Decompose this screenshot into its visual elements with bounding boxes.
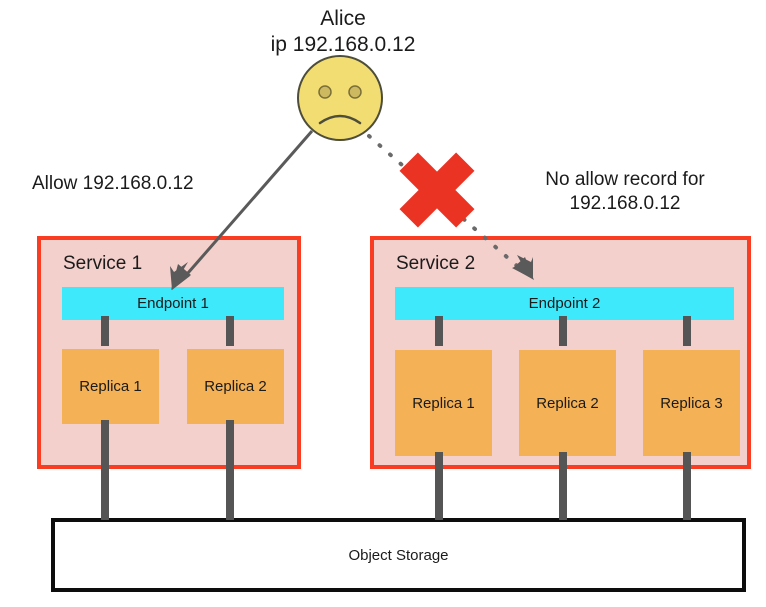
- object-storage-box[interactable]: Object Storage: [51, 518, 746, 592]
- sad-face-icon: [297, 55, 383, 141]
- service-1-replica-2[interactable]: Replica 2: [187, 349, 284, 424]
- deny-rule-label-line2: 192.168.0.12: [569, 193, 681, 214]
- service-2-replica-3[interactable]: Replica 3: [643, 350, 740, 456]
- service-2-container: Service 2 Endpoint 2 Replica 1 Replica 2…: [370, 236, 751, 469]
- person-ip-label: ip 192.168.0.12: [270, 33, 416, 56]
- deny-rule-label-line1: No allow record for: [545, 169, 705, 190]
- object-storage-label: Object Storage: [348, 546, 449, 564]
- service-1-container: Service 1 Endpoint 1 Replica 1 Replica 2: [37, 236, 301, 469]
- service-2-replica-2[interactable]: Replica 2: [519, 350, 616, 456]
- service-1-replica-1[interactable]: Replica 1: [62, 349, 159, 424]
- service-2-title: Service 2: [396, 253, 476, 274]
- red-cross-icon: [399, 152, 475, 228]
- endpoint-2-box[interactable]: Endpoint 2: [395, 287, 734, 320]
- service-1-title: Service 1: [63, 253, 143, 274]
- allow-rule-label: Allow 192.168.0.12: [32, 173, 194, 194]
- person-name-label: Alice: [320, 7, 366, 30]
- service-2-replica-1[interactable]: Replica 1: [395, 350, 492, 456]
- endpoint-1-box[interactable]: Endpoint 1: [62, 287, 284, 320]
